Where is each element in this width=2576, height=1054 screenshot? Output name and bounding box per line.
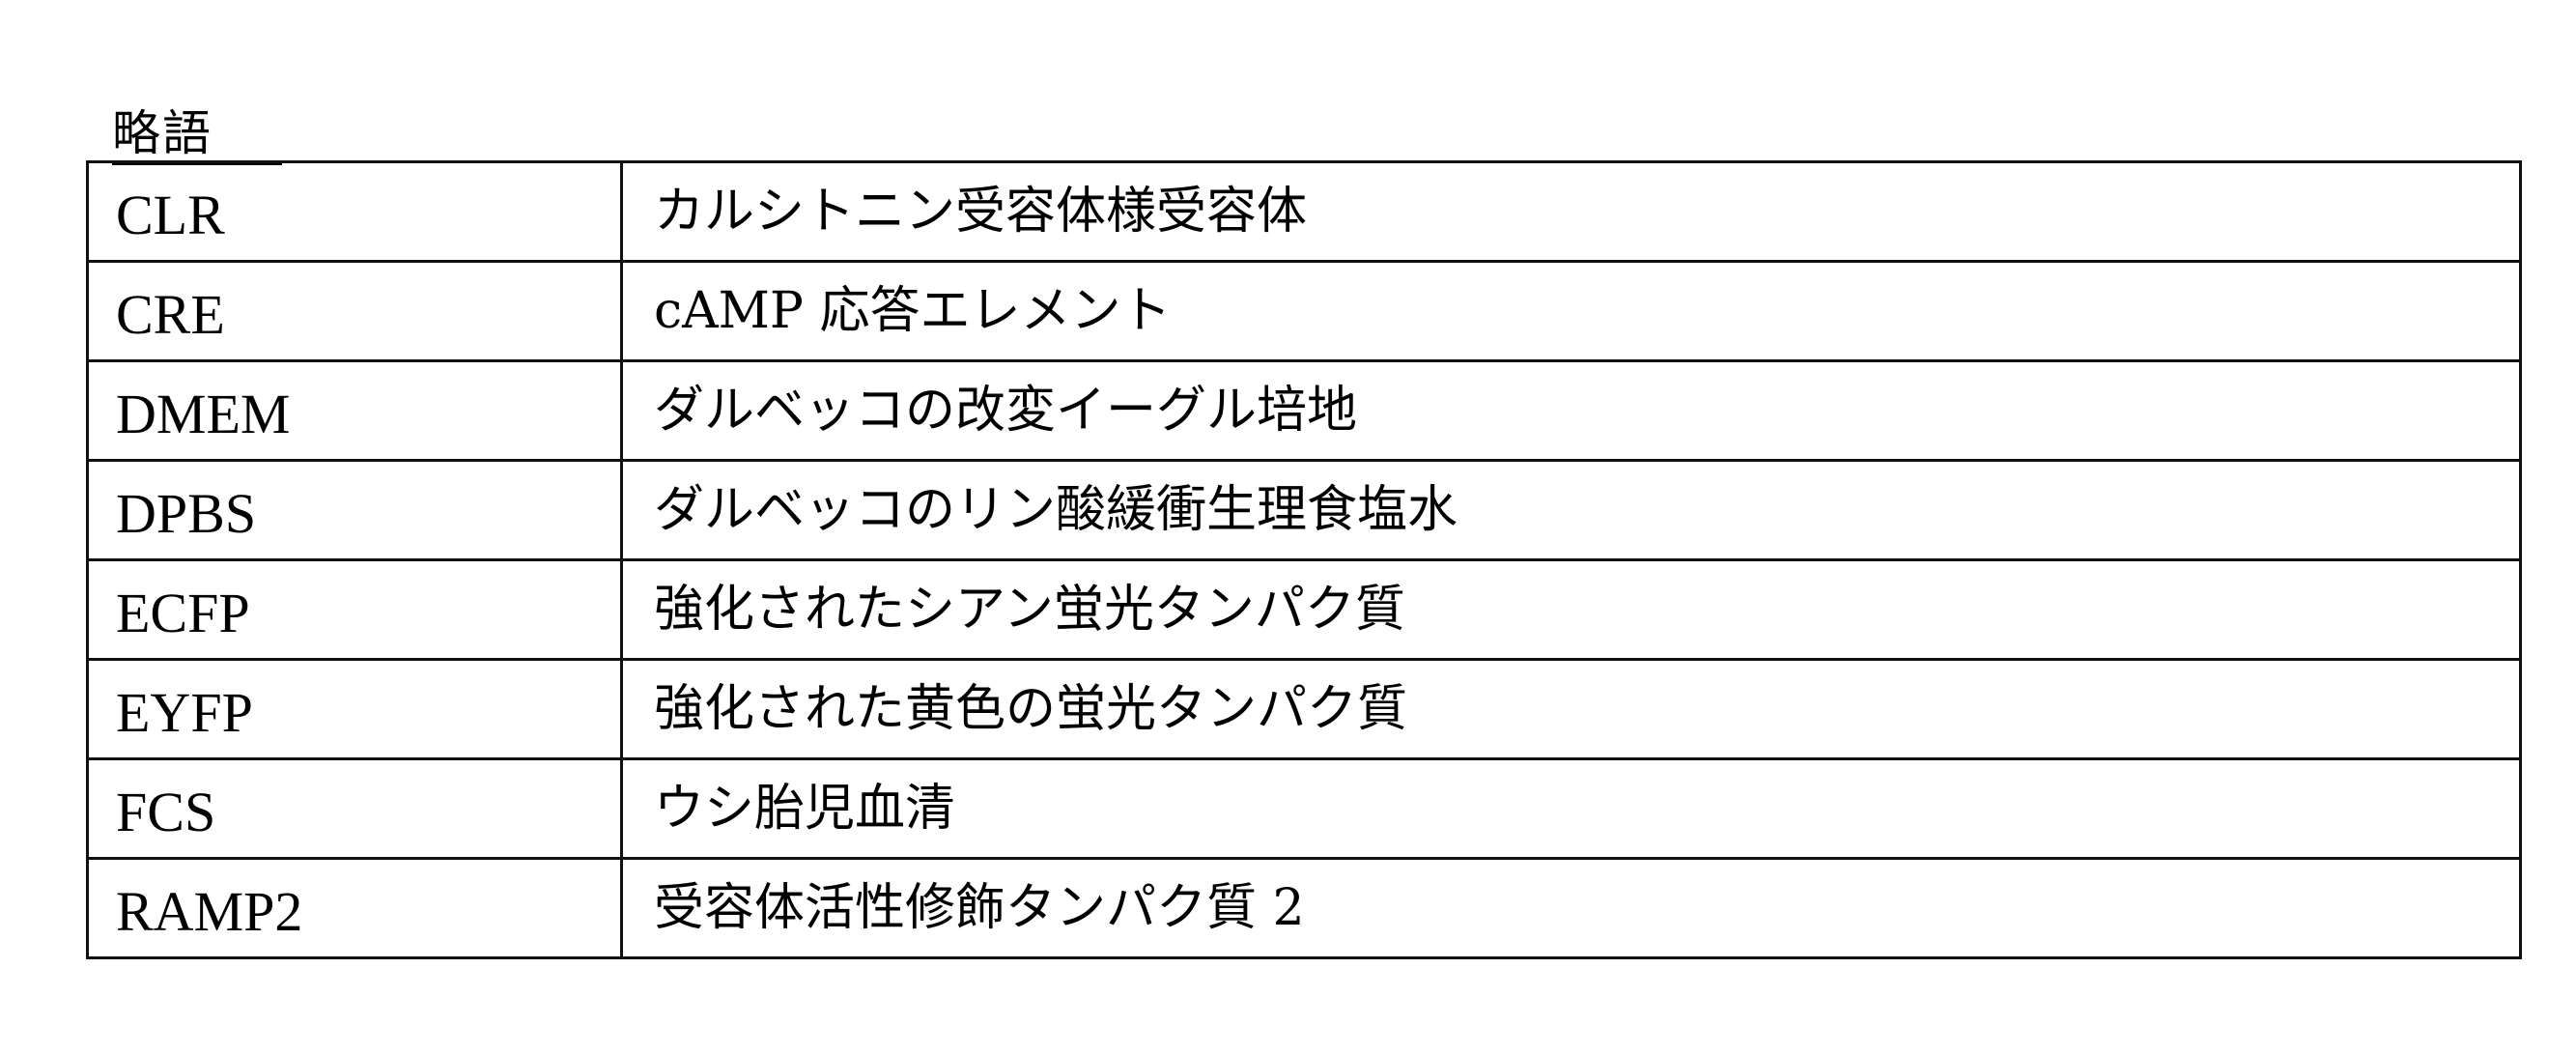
abbreviation-term: RAMP2	[88, 859, 622, 958]
abbreviation-definition: ウシ胎児血清	[622, 759, 2521, 859]
table-row: RAMP2 受容体活性修飾タンパク質 2	[88, 859, 2521, 958]
abbreviation-definition: 強化された黄色の蛍光タンパク質	[622, 660, 2521, 759]
table-row: EYFP 強化された黄色の蛍光タンパク質	[88, 660, 2521, 759]
abbreviation-definition: ダルベッコの改変イーグル培地	[622, 361, 2521, 461]
abbreviation-definition: 受容体活性修飾タンパク質 2	[622, 859, 2521, 958]
table-row: FCS ウシ胎児血清	[88, 759, 2521, 859]
abbreviation-term: DPBS	[88, 461, 622, 560]
abbreviation-definition: 強化されたシアン蛍光タンパク質	[622, 560, 2521, 660]
abbreviation-definition: カルシトニン受容体様受容体	[622, 162, 2521, 262]
table-row: CLR カルシトニン受容体様受容体	[88, 162, 2521, 262]
abbreviation-term: EYFP	[88, 660, 622, 759]
table-row: CRE cAMP 応答エレメント	[88, 262, 2521, 361]
abbreviation-term: CLR	[88, 162, 622, 262]
abbreviation-term: FCS	[88, 759, 622, 859]
abbreviation-table: CLR カルシトニン受容体様受容体 CRE cAMP 応答エレメント DMEM …	[86, 160, 2522, 959]
abbreviation-definition: ダルベッコのリン酸緩衝生理食塩水	[622, 461, 2521, 560]
abbreviation-definition: cAMP 応答エレメント	[622, 262, 2521, 361]
abbreviation-term: CRE	[88, 262, 622, 361]
table-row: ECFP 強化されたシアン蛍光タンパク質	[88, 560, 2521, 660]
table-row: DPBS ダルベッコのリン酸緩衝生理食塩水	[88, 461, 2521, 560]
abbreviation-term: DMEM	[88, 361, 622, 461]
abbreviation-term: ECFP	[88, 560, 622, 660]
table-row: DMEM ダルベッコの改変イーグル培地	[88, 361, 2521, 461]
page-title: 略語	[112, 104, 282, 162]
